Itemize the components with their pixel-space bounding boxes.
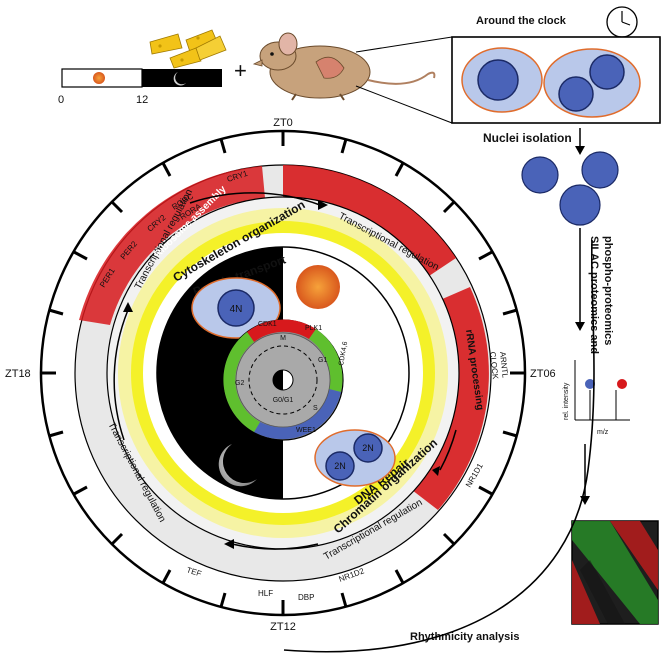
m-label: M <box>280 335 286 342</box>
dial-ticks <box>41 131 525 615</box>
mz-label: m/z <box>597 429 609 436</box>
g1-label: G1 <box>318 357 327 364</box>
binucleate-cell <box>543 48 641 118</box>
lightbar-start: 0 <box>58 94 64 106</box>
rrna-band <box>412 287 489 510</box>
zt06-label: ZT06 <box>530 368 556 380</box>
ribosome-band <box>283 165 456 276</box>
moon-icon <box>173 72 186 86</box>
plus-sign: + <box>234 58 247 83</box>
single-nucleus-cell <box>461 47 543 113</box>
zt0-label: ZT0 <box>273 117 293 129</box>
zt12-label: ZT12 <box>270 621 296 633</box>
cell-2n-label-b: 2N <box>362 443 374 453</box>
around-clock-title: Around the clock <box>476 15 567 27</box>
plk1-label: PLK1 <box>305 325 322 332</box>
connector-line <box>283 239 595 653</box>
cell-cycle-wheel: G0/G1 G1 G2 S M CDK1 PLK1 CDK4,6 WEE1 <box>222 319 349 441</box>
cell-4n-label: 4N <box>230 304 243 315</box>
g2-label: G2 <box>235 380 244 387</box>
gene-clock: CLOCK <box>488 351 500 380</box>
cell-4n: 4N <box>191 277 281 339</box>
moon-disc <box>218 444 257 487</box>
zt18-label: ZT18 <box>5 368 31 380</box>
cheese-icon <box>149 29 227 69</box>
s-label: S <box>313 405 318 412</box>
silac-label-2: phospho-proteomics <box>602 236 614 345</box>
mass-spectrum <box>574 360 630 421</box>
isolated-nuclei <box>521 151 619 226</box>
cdk46-label: CDK4,6 <box>338 341 349 366</box>
gene-dbp: DBP <box>298 593 314 602</box>
heatmap <box>571 520 659 625</box>
rel-intensity-label: rel. intensity <box>563 382 570 420</box>
clock-diagram: ZT0 ZT06 ZT12 ZT18 CRY1 RORC RORA CRY2 P… <box>5 117 556 633</box>
rhythmicity-label: Rhythmicity analysis <box>410 631 519 643</box>
cell-2n-label-a: 2N <box>334 461 346 471</box>
mouse-icon <box>252 32 436 101</box>
light-dark-bar: 0 12 <box>58 68 222 106</box>
wee1-label: WEE1 <box>296 427 316 434</box>
clock-icon <box>606 6 638 38</box>
gene-hlf: HLF <box>258 589 273 598</box>
g0g1-label: G0/G1 <box>273 397 294 404</box>
sun-disc <box>296 265 340 309</box>
lightbar-mid: 12 <box>136 94 148 106</box>
silac-label-1: SILAC proteomics and <box>588 236 600 354</box>
cell-2n: 2N 2N <box>314 429 396 487</box>
nuclei-isolation-label: Nuclei isolation <box>483 131 572 145</box>
sun-icon <box>93 72 105 84</box>
gene-tef: TEF <box>185 565 202 578</box>
gene-arntl: ARNTL <box>498 351 510 379</box>
cdk1-label: CDK1 <box>258 321 277 328</box>
